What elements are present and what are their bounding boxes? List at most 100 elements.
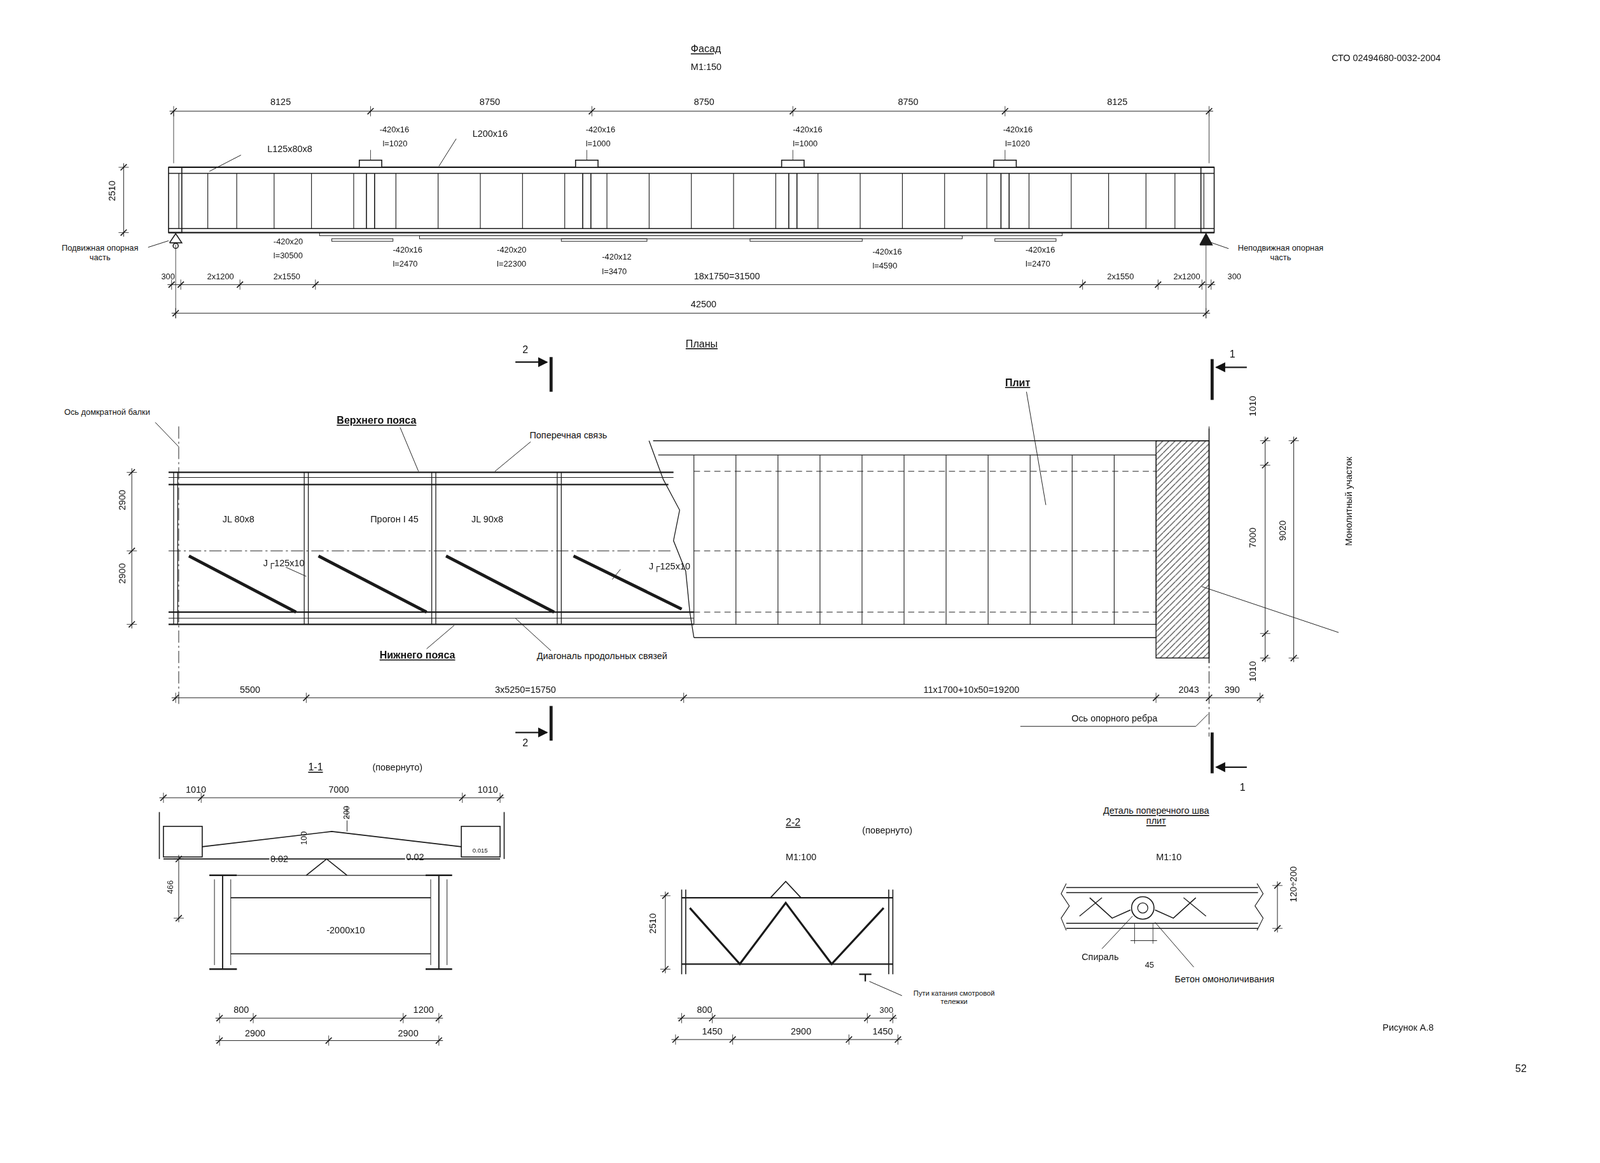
extension-line [1272, 884, 1283, 886]
dimension-line [178, 855, 179, 923]
drawing-label: 45 [1143, 960, 1146, 971]
drawing-label: 2-2 [784, 816, 787, 829]
drawing-label: 7000 [327, 784, 330, 796]
stiffener [273, 173, 275, 230]
cross-bracing [304, 472, 305, 625]
deck-underside [163, 858, 501, 860]
drawing-label: 2x1200 [1172, 271, 1175, 282]
stiffener [902, 173, 903, 230]
dimension-text: 1010 [1247, 415, 1259, 418]
leader-line [438, 138, 457, 167]
extension-line [591, 106, 593, 117]
drawing-label: 0.02 [269, 853, 272, 865]
drawing-label: l=2470 [1024, 259, 1027, 270]
stiffener [353, 173, 354, 230]
drawing-label: l=30500 [272, 251, 275, 261]
drawing-label: l=4590 [871, 261, 874, 272]
cover-plate [319, 232, 1062, 237]
axis-line [178, 426, 179, 704]
stiffener [1203, 173, 1205, 230]
stiffener [817, 173, 819, 230]
girder-line [694, 470, 1156, 472]
drawing-label: -420x16 [378, 124, 381, 135]
cross-bracing [177, 472, 179, 625]
extension-line [1004, 106, 1006, 117]
curb-line [658, 454, 1157, 456]
drawing-label: 300 [160, 271, 163, 282]
girder-web [888, 889, 890, 974]
drawing-label: -2000x10 [325, 925, 328, 937]
drawing-label: 1450 [871, 1026, 874, 1037]
stiffener [1108, 173, 1109, 230]
dimension-text: 2510 [647, 932, 659, 935]
stiffener [207, 173, 209, 230]
splice-plate [781, 160, 805, 168]
extension-line [711, 1012, 713, 1023]
extension-line [892, 1012, 894, 1023]
extension-line [1260, 465, 1271, 466]
drawing-label: М1:100 [784, 851, 787, 863]
dimension-line [171, 313, 1211, 314]
dimension-line [677, 1017, 898, 1019]
bottom-chord [681, 963, 893, 965]
splice-plate [359, 160, 382, 168]
drawing-label: СТО 02494680-0032-2004 [1330, 52, 1333, 64]
plate-joint [987, 454, 989, 625]
splice-plate [993, 160, 1016, 168]
leader-line [1101, 916, 1133, 949]
drawing-label: 8125 [1106, 96, 1109, 108]
top-chord [168, 484, 669, 486]
dimension-line [171, 697, 1265, 698]
extension-line [162, 792, 164, 803]
splice-plate [374, 173, 376, 230]
drawing-label: 5500 [238, 684, 241, 696]
section-arrow [1216, 366, 1247, 368]
extension-line [219, 1012, 221, 1023]
girder-axis [168, 550, 674, 551]
diagonal-brace [573, 556, 682, 609]
extension-line [674, 1034, 676, 1045]
drawing-label: 8750 [897, 96, 899, 108]
splice-plate [575, 160, 599, 168]
curb-line [694, 624, 1156, 625]
drawing-label: Поперечная связь [521, 430, 616, 442]
drawing-label: Пути катания смотровой тележки [905, 989, 1002, 1007]
drawing-label: 390 [1223, 684, 1226, 696]
extension-line [897, 1034, 899, 1045]
drawing-label: 8125 [269, 96, 272, 108]
monolithic-zone [1155, 440, 1209, 659]
dimension-line [1276, 881, 1278, 933]
slab-edge [1066, 891, 1258, 893]
dimension-text: 2900 [117, 582, 128, 585]
drawing-label: Верхнего пояса [335, 414, 338, 427]
drawing-label: Подвижная опорная часть [52, 243, 149, 263]
extension-line [1260, 633, 1271, 634]
dimension-text: 9020 [1277, 539, 1289, 542]
drawing-label: l=1020 [381, 139, 384, 149]
drawing-label: (повернуто) [861, 825, 864, 836]
drawing-label: l=1000 [584, 139, 587, 149]
extension-line [173, 918, 184, 919]
drawing-label: Диагональ продольных связей [534, 650, 670, 662]
drawing-label: 2 [521, 736, 524, 749]
section-arrow [515, 361, 548, 363]
drawing-label: J┌125x10 [648, 561, 651, 572]
stiffener [606, 173, 607, 230]
drawing-label: -420x16 [584, 124, 587, 135]
extension-line [1210, 279, 1212, 290]
leader-line [209, 155, 242, 172]
drawing-label: 1010 [476, 784, 479, 796]
girder-line [694, 612, 1156, 613]
extension-line [126, 550, 137, 551]
girder-web [892, 889, 894, 974]
extension-line [175, 244, 177, 319]
girder-web [222, 875, 224, 970]
plate-joint [819, 454, 821, 625]
cross-frame [236, 874, 426, 876]
stiffener [446, 879, 448, 966]
drawing-label: 8750 [478, 96, 481, 108]
drawing-label: М1:10 [1155, 851, 1158, 863]
extension-line [173, 111, 174, 164]
rebar-loop [1155, 897, 1197, 919]
extension-line [1208, 692, 1210, 703]
